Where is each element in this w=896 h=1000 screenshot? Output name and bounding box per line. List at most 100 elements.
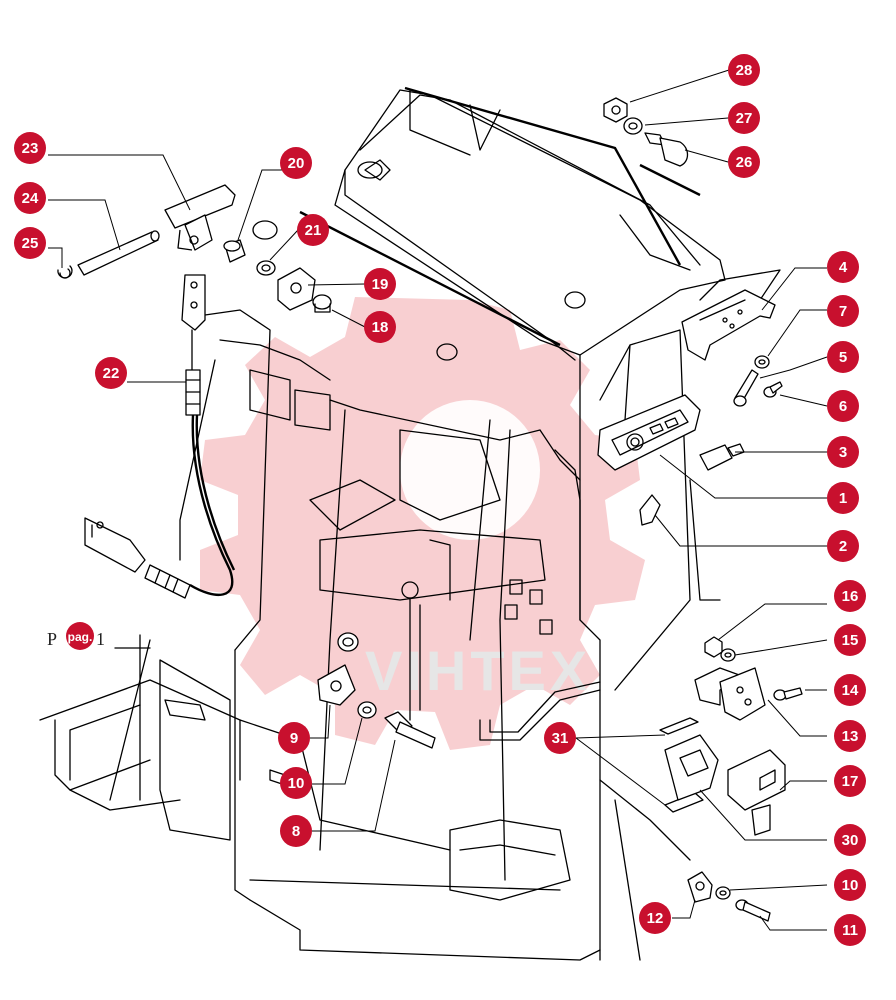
callout-label: 1: [839, 490, 847, 507]
callout-circle: [834, 720, 866, 752]
callout-28: 28: [728, 54, 760, 86]
callout-23: 23: [14, 132, 46, 164]
callout-circle: [827, 390, 859, 422]
part-24-pin: [77, 230, 160, 276]
callout-circle: [728, 54, 760, 86]
callout-circle: [14, 227, 46, 259]
callout-circle: [14, 182, 46, 214]
part-20-bushing: [223, 239, 246, 263]
callout-4: 4: [827, 251, 859, 283]
callout-30: 30: [834, 824, 866, 856]
callout-22: 22: [95, 357, 127, 389]
callout-circle: [827, 530, 859, 562]
callout-label: 10: [288, 775, 305, 792]
callout-label: 12: [647, 910, 664, 927]
callout-5: 5: [827, 341, 859, 373]
callout-6: 6: [827, 390, 859, 422]
part-10-washer: [357, 701, 377, 719]
part-22-cable: [84, 274, 236, 599]
part-19-plate: [277, 267, 316, 311]
callout-15: 15: [834, 624, 866, 656]
callout-circle: [827, 341, 859, 373]
callout-label: 31: [552, 730, 569, 747]
watermark-logo: VIHTEX: [200, 297, 645, 750]
callout-circle: [827, 482, 859, 514]
callout-circle: [364, 311, 396, 343]
callout-label: 22: [103, 365, 120, 382]
callout-circle: [834, 624, 866, 656]
part-16-15-nut-washer: [704, 636, 736, 662]
callout-label: 4: [839, 259, 848, 276]
callout-label: 7: [839, 303, 847, 320]
callout-circle: [728, 102, 760, 134]
callout-2: 2: [827, 530, 859, 562]
callout-circle: [544, 722, 576, 754]
callout-label: 3: [839, 444, 847, 461]
callout-circle: [14, 132, 46, 164]
callout-label: 9: [290, 730, 298, 747]
callout-label: 11: [842, 922, 858, 939]
part-25-clip: [57, 265, 73, 279]
callout-label: 10: [842, 877, 859, 894]
part-10b-washer: [715, 886, 731, 900]
callout-label: 6: [839, 398, 847, 415]
callout-circle: [834, 580, 866, 612]
leader-lines: [48, 69, 828, 931]
part-6-screw: [763, 381, 783, 398]
callout-16: 16: [834, 580, 866, 612]
callout-label: 14: [842, 682, 859, 699]
page-ref-suffix: 1: [96, 629, 105, 649]
cab-frame: [39, 86, 781, 961]
part-2-clip: [639, 494, 661, 526]
callout-label: 19: [372, 276, 389, 293]
watermark-text: VIHTEX: [365, 639, 591, 702]
part-13-hinge: [694, 667, 766, 721]
callout-label: 13: [842, 728, 859, 745]
callout-18: 18: [364, 311, 396, 343]
part-28-27-26-bolt: [603, 97, 689, 167]
callout-label: 24: [22, 190, 39, 207]
callout-circle: [834, 869, 866, 901]
callout-label: 26: [736, 154, 753, 171]
callout-label: 5: [839, 349, 847, 366]
callout-label: 15: [842, 632, 859, 649]
part-31-pad: [659, 717, 704, 813]
callout-19: 19: [364, 268, 396, 300]
callout-circle: [95, 357, 127, 389]
page-ref-badge: pag.: [68, 630, 93, 644]
callout-31: 31: [544, 722, 576, 754]
callout-circle: [834, 824, 866, 856]
callout-12: 12: [639, 902, 671, 934]
part-17-latch: [727, 749, 786, 836]
callout-20: 20: [280, 147, 312, 179]
callout-circle: [827, 251, 859, 283]
callout-10: 10: [834, 869, 866, 901]
callout-circle: [639, 902, 671, 934]
part-18-grommet: [312, 294, 332, 313]
page-ref-badge-circle: [66, 622, 94, 650]
callout-label: 27: [736, 110, 753, 127]
part-7-washer: [754, 355, 770, 369]
callout-circle: [278, 722, 310, 754]
callout-8: 8: [280, 815, 312, 847]
callout-label: 2: [839, 538, 847, 555]
part-8-bolt: [384, 711, 436, 749]
callout-circle: [827, 295, 859, 327]
callout-14: 14: [834, 674, 866, 706]
callout-11: 11: [834, 914, 866, 946]
callout-label: 8: [292, 823, 300, 840]
callout-26: 26: [728, 146, 760, 178]
callout-label: 16: [842, 588, 859, 605]
callout-circle: [728, 146, 760, 178]
callout-1: 1: [827, 482, 859, 514]
part-12-nut: [687, 871, 713, 903]
callout-label: 28: [736, 62, 753, 79]
callout-circle: [827, 436, 859, 468]
callout-13: 13: [834, 720, 866, 752]
callout-24: 24: [14, 182, 46, 214]
page-reference: P pag. 1: [47, 622, 105, 650]
callout-label: 20: [288, 155, 305, 172]
part-9-plate: [317, 632, 359, 706]
